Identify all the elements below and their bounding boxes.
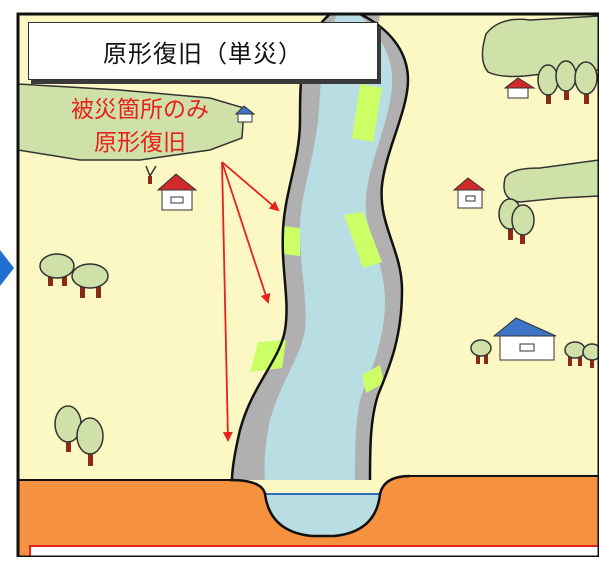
forest-top-left xyxy=(17,83,245,161)
tree-cluster-right xyxy=(470,339,599,368)
restored-section-3 xyxy=(344,212,382,268)
callout-line-1: 被災箇所のみ xyxy=(71,97,209,123)
restored-section-5 xyxy=(362,365,384,393)
house-blue-1 xyxy=(492,317,557,361)
restored-section-1 xyxy=(352,84,382,142)
channel-water xyxy=(266,494,380,536)
forest-mid-right xyxy=(503,159,599,203)
channel-outline xyxy=(229,474,411,538)
house-red-1 xyxy=(156,173,198,211)
arrow-to-section-2 xyxy=(221,161,280,212)
tree-cluster-top-right xyxy=(537,60,598,104)
restored-section-4 xyxy=(250,340,286,372)
river-outline-right xyxy=(359,12,410,481)
bottom-note-box xyxy=(29,545,599,561)
diagram-title: 原形復旧（単災） xyxy=(28,22,378,80)
arrow-to-section-4 xyxy=(221,161,233,442)
river-outline-left xyxy=(230,13,331,481)
damage-callout: 被災箇所のみ 原形復旧 xyxy=(40,94,240,160)
callout-line-2: 原形復旧 xyxy=(94,130,186,156)
restored-section-2 xyxy=(282,226,300,256)
damage-arrows xyxy=(221,161,280,442)
house-blue-2 xyxy=(234,105,256,123)
prev-arrow-icon[interactable] xyxy=(0,250,14,286)
tree-cluster-mid-right xyxy=(498,198,535,244)
tree-cluster-left xyxy=(39,253,109,298)
house-red-2 xyxy=(452,177,486,209)
house-red-3 xyxy=(503,77,536,99)
tree-small-forest xyxy=(145,165,157,184)
tree-cluster-bottom-left xyxy=(54,405,104,466)
arrow-to-section-3 xyxy=(221,161,271,304)
